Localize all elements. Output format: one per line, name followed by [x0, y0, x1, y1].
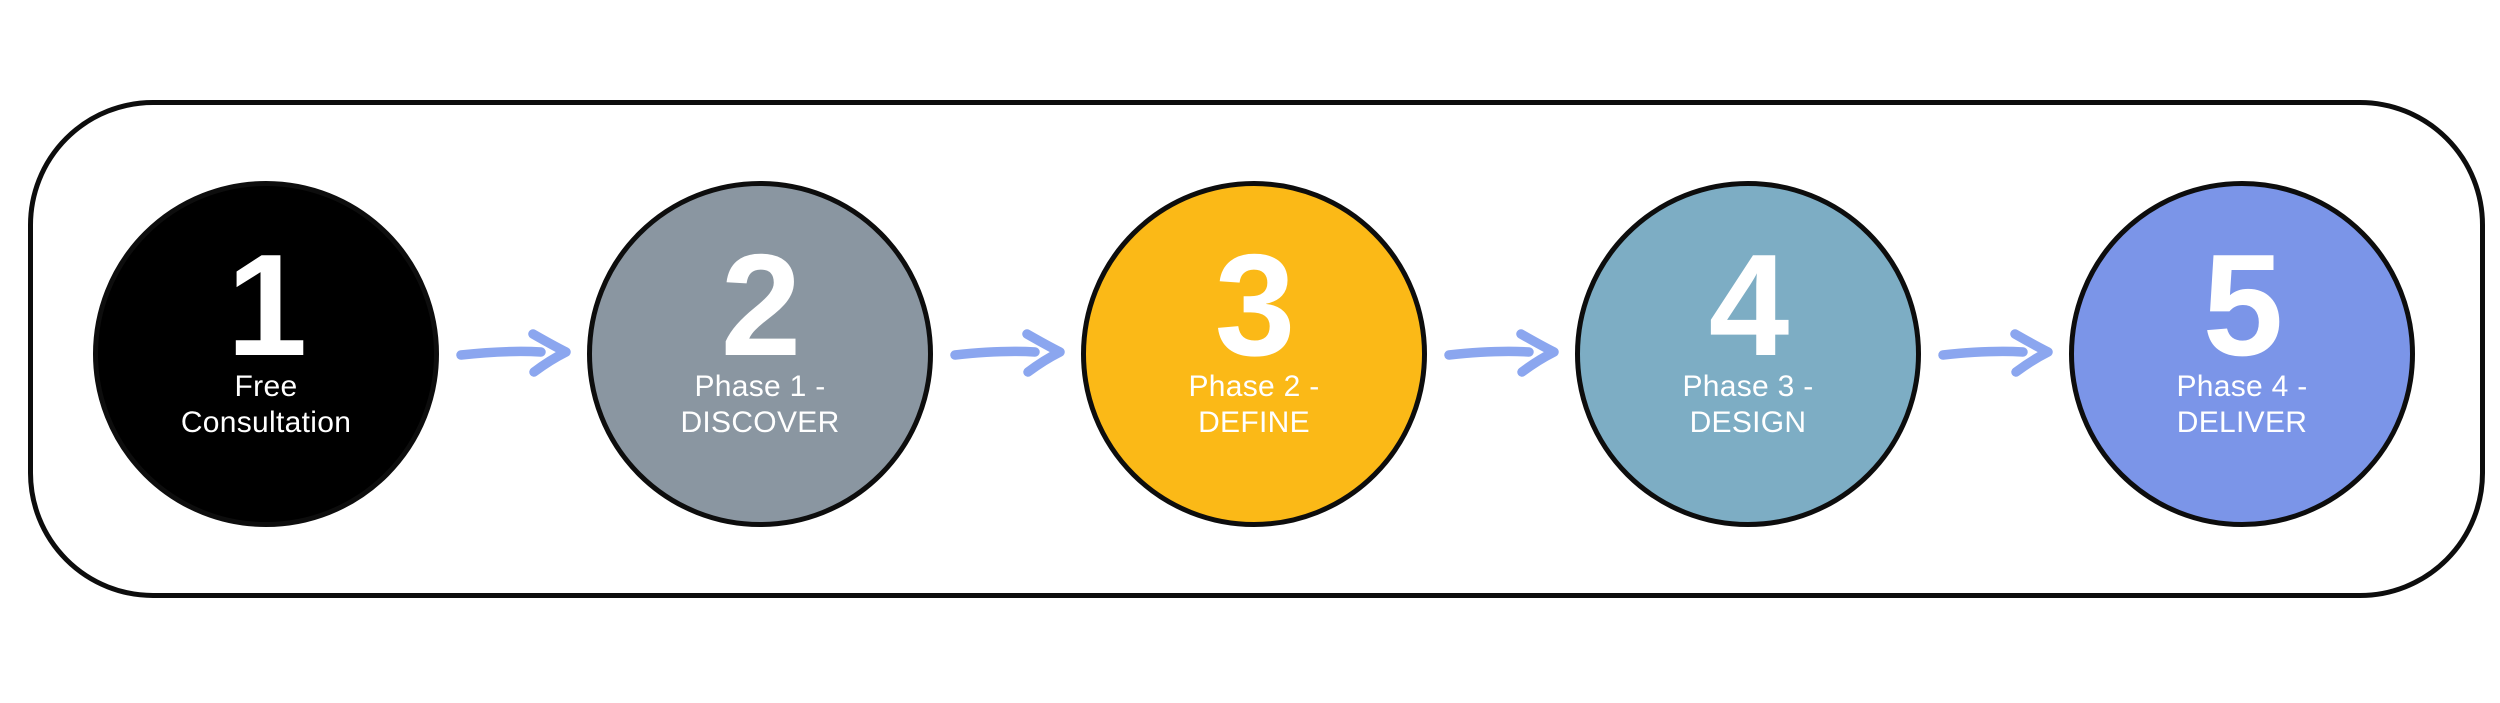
step-label-line: Phase 3 - — [1682, 370, 1814, 403]
right-arrow-icon — [455, 326, 575, 378]
step-number: 2 — [720, 224, 802, 386]
step-label-line: Phase 2 - — [1188, 370, 1320, 403]
right-arrow-icon — [949, 326, 1069, 378]
step-number: 5 — [2202, 224, 2284, 386]
right-arrow-icon — [1937, 326, 2057, 378]
step-label-line: DESIGN — [1689, 406, 1807, 439]
right-arrow-icon — [1443, 326, 1563, 378]
step-label: Phase 4 - DELIVER — [2176, 369, 2307, 441]
step-label-line: DISCOVER — [680, 406, 840, 439]
step-label: Phase 2 - DEFINE — [1188, 369, 1319, 441]
step-circle-2: 2 Phase 1 - DISCOVER — [587, 181, 933, 527]
step-label: Phase 3 - DESIGN — [1682, 369, 1813, 441]
step-circle-3: 3 Phase 2 - DEFINE — [1081, 181, 1427, 527]
step-number: 1 — [226, 224, 308, 386]
step-label-line: DEFINE — [1198, 406, 1310, 439]
step-circle-5: 5 Phase 4 - DELIVER — [2069, 181, 2415, 527]
container-outline — [28, 100, 2485, 598]
step-number: 4 — [1708, 224, 1790, 386]
step-label: Phase 1 - DISCOVER — [680, 369, 839, 441]
step-number: 3 — [1214, 224, 1296, 386]
step-label-line: Consultation — [180, 406, 352, 439]
step-label-line: Phase 1 - — [694, 370, 826, 403]
step-label: Free Consultation — [181, 369, 351, 441]
step-circle-1: 1 Free Consultation — [93, 181, 439, 527]
step-label-line: Free — [234, 370, 298, 403]
step-label-line: Phase 4 - — [2176, 370, 2308, 403]
step-circle-4: 4 Phase 3 - DESIGN — [1575, 181, 1921, 527]
step-label-line: DELIVER — [2176, 406, 2308, 439]
